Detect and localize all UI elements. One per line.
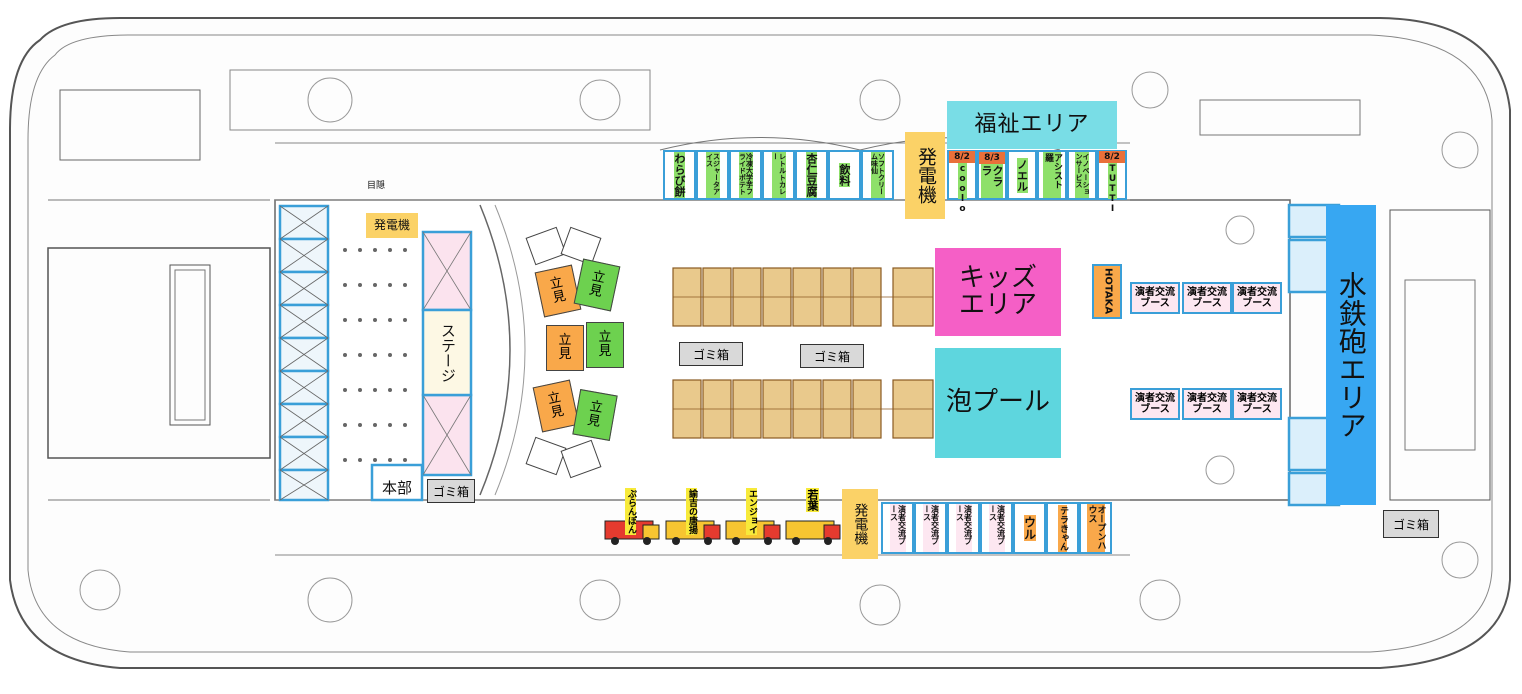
food-stall-label: イノベーションサービス bbox=[1075, 152, 1090, 198]
food-truck-icon bbox=[604, 520, 660, 545]
headquarters: 本部 bbox=[381, 479, 412, 498]
generator-stage: 発電機 bbox=[366, 213, 418, 238]
standing-tile-label: 立見 bbox=[548, 274, 568, 307]
food-stall-label: わらび餅 bbox=[673, 152, 686, 198]
welfare-area-label: 福祉エリア bbox=[974, 112, 1090, 138]
trash-box: ゴミ箱 bbox=[800, 344, 864, 368]
food-stall-label: ノエル bbox=[1015, 157, 1029, 193]
performer-booth: 演者交流ブース bbox=[1182, 388, 1232, 420]
food-stall: スジャータアイス bbox=[696, 150, 729, 200]
bottom-stall: 演者交流ブース bbox=[914, 502, 947, 554]
food-stall: わらび餅 bbox=[663, 150, 696, 200]
bottom-stall: 演者交流ブース bbox=[947, 502, 980, 554]
date-tag: 8/2 bbox=[949, 151, 975, 163]
welfare-area: 福祉エリア bbox=[947, 101, 1117, 149]
food-stall-label: 杏仁豆腐 bbox=[805, 152, 818, 198]
bottom-stall-label: 演者交流ブース bbox=[889, 504, 907, 552]
food-stall-label: TUTTI bbox=[1107, 163, 1118, 214]
food-truck-label: 若葉 bbox=[806, 488, 819, 512]
water-gun-area: 水鉄砲エリア bbox=[1326, 205, 1376, 505]
food-stall-label: スジャータアイス bbox=[705, 152, 721, 198]
generator-bottom: 発電機 bbox=[842, 489, 878, 559]
standing-tile: 立見 bbox=[586, 322, 624, 368]
bottom-stall: オープンハウス bbox=[1079, 502, 1112, 554]
bottom-stall-label: 演者交流ブース bbox=[955, 504, 973, 552]
bottom-stall: テラきゃん bbox=[1046, 502, 1079, 554]
food-stall-label: ソフトクリーム味仙 bbox=[870, 152, 886, 198]
food-truck-label: ぷらんぽん bbox=[625, 488, 636, 535]
performer-booth: 演者交流ブース bbox=[1182, 282, 1232, 314]
performer-booth: 演者交流ブース bbox=[1130, 282, 1180, 314]
food-truck bbox=[603, 515, 661, 547]
food-stall: 杏仁豆腐 bbox=[795, 150, 828, 200]
food-stall: 冷凍大学芋フライドポテト bbox=[729, 150, 762, 200]
food-stall-label: クララ bbox=[980, 164, 1004, 198]
bottom-stall-label: 演者交流ブース bbox=[988, 504, 1006, 552]
food-truck-label: 諭吉の唐揚 bbox=[686, 488, 697, 535]
food-stall: アシスト羅 bbox=[1037, 150, 1067, 200]
food-truck-label: エンジョイ bbox=[746, 488, 757, 535]
kids-area: キッズ エリア bbox=[935, 248, 1061, 336]
generator-top: 発電機 bbox=[905, 132, 945, 219]
food-truck bbox=[784, 515, 842, 547]
food-stall-label: アシスト羅 bbox=[1043, 152, 1062, 198]
food-stall: イノベーションサービス bbox=[1067, 150, 1097, 200]
bottom-stall: 演者交流ブース bbox=[881, 502, 914, 554]
trash-box: ゴミ箱 bbox=[679, 342, 743, 366]
bottom-stall-label: テラきゃん bbox=[1058, 504, 1068, 552]
eye-shield-label: 目隠 bbox=[366, 181, 385, 192]
stage-label: ステージ bbox=[438, 323, 457, 383]
standing-tile-label: 立見 bbox=[546, 389, 566, 422]
standing-tile-label: 立見 bbox=[586, 398, 605, 430]
trash-box: ゴミ箱 bbox=[427, 479, 475, 503]
performer-booth: 演者交流ブース bbox=[1130, 388, 1180, 420]
date-tag: 8/3 bbox=[979, 152, 1005, 164]
bottom-stall: ウル bbox=[1013, 502, 1046, 554]
bottom-stall-label: オープンハウス bbox=[1086, 504, 1106, 552]
performer-booth: 演者交流ブース bbox=[1232, 388, 1282, 420]
standing-tile: 立見 bbox=[546, 325, 584, 371]
food-stall-label: レトルトカレー bbox=[771, 152, 787, 198]
standing-tile-label: 立見 bbox=[558, 332, 572, 362]
bubble-pool-area: 泡プール bbox=[935, 348, 1061, 458]
food-stall-label: 飲料 bbox=[838, 163, 851, 187]
food-stall: 飲料 bbox=[828, 150, 861, 200]
food-stall: ノエル bbox=[1007, 150, 1037, 200]
bottom-stall-label: ウル bbox=[1022, 515, 1037, 541]
hotaka-booth: HOTAKA bbox=[1092, 264, 1122, 319]
date-tag: 8/2 bbox=[1099, 151, 1125, 163]
standing-tile-label: 立見 bbox=[587, 268, 607, 301]
standing-tile: 立見 bbox=[572, 389, 618, 441]
performer-booth: 演者交流ブース bbox=[1232, 282, 1282, 314]
food-stall: ソフトクリーム味仙 bbox=[861, 150, 894, 200]
bottom-stall-label: 演者交流ブース bbox=[922, 504, 940, 552]
bottom-stall: 演者交流ブース bbox=[980, 502, 1013, 554]
food-stall-label: 冷凍大学芋フライドポテト bbox=[738, 152, 754, 198]
trash-box: ゴミ箱 bbox=[1383, 510, 1439, 538]
standing-tile-label: 立見 bbox=[598, 329, 612, 359]
food-stall: レトルトカレー bbox=[762, 150, 795, 200]
food-truck-icon bbox=[785, 520, 841, 545]
food-stall-label: coolo bbox=[957, 163, 968, 214]
